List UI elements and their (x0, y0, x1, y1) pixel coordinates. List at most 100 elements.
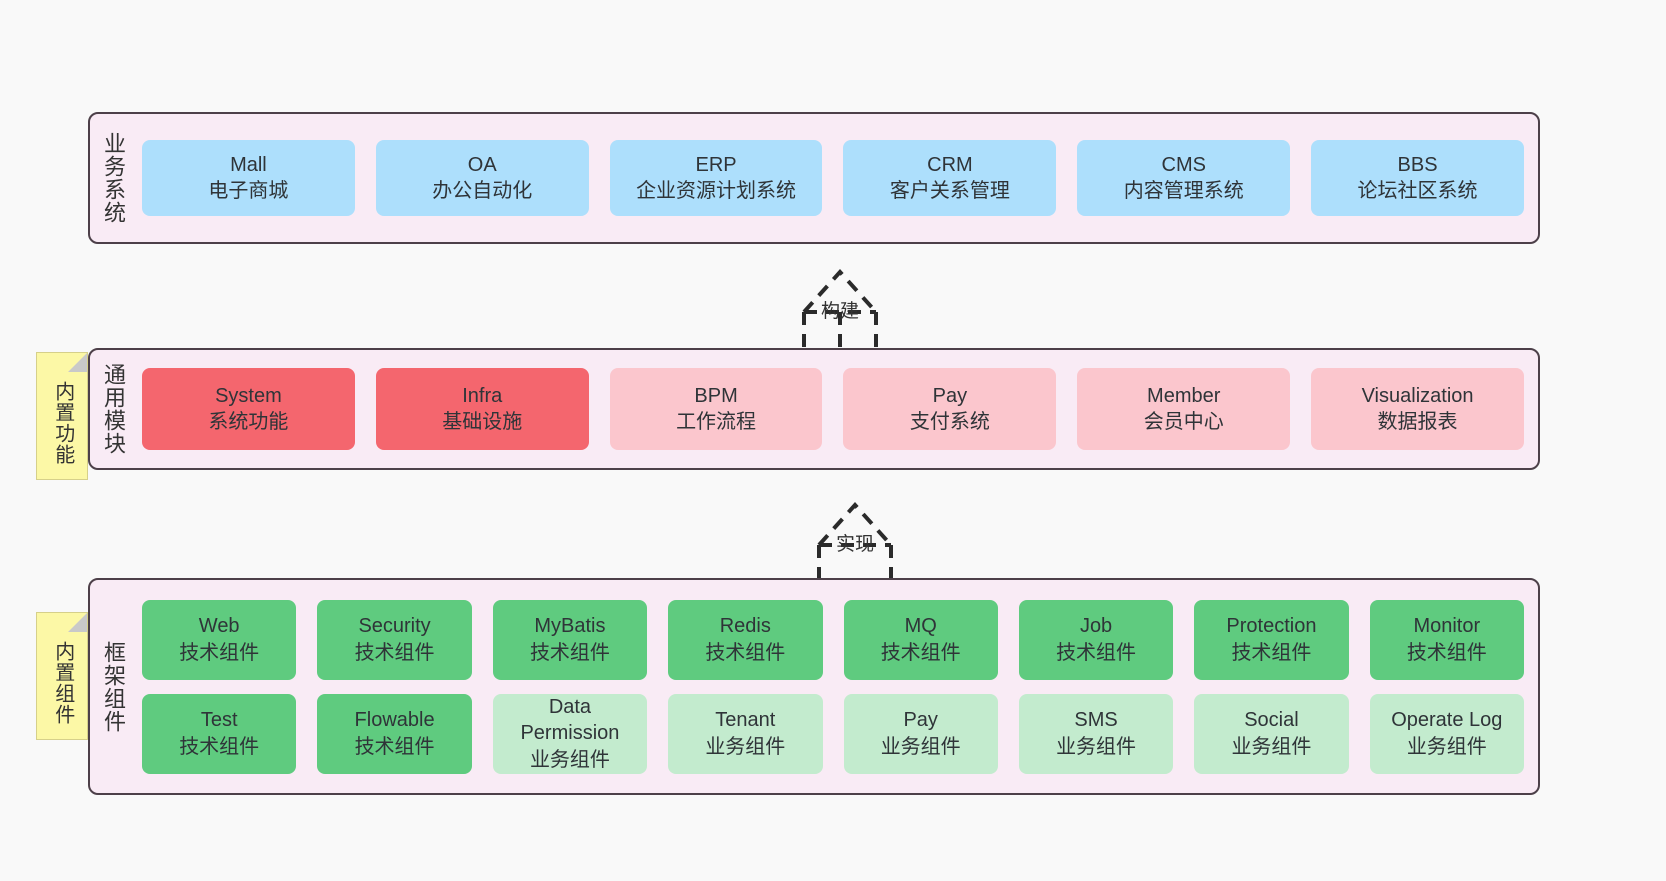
node-bpm[interactable]: BPM 工作流程 (609, 368, 823, 450)
layer-body-framework-components: Web 技术组件 Security 技术组件 MyBatis 技术组件 Redi… (136, 580, 1538, 793)
layer-title-general-modules: 通用模块 (100, 363, 126, 455)
node-mybatis-desc: 技术组件 (529, 641, 610, 664)
row-technical-components: Web 技术组件 Security 技术组件 MyBatis 技术组件 Redi… (142, 599, 1524, 680)
node-social-name: Social (1244, 709, 1299, 732)
connector-build-label: 构建 (820, 301, 859, 322)
node-member-desc: 会员中心 (1143, 411, 1224, 433)
node-operate-log[interactable]: Operate Log 业务组件 (1369, 693, 1524, 774)
node-pay-module-desc: 支付系统 (909, 411, 990, 433)
node-bbs-name: BBS (1397, 153, 1438, 176)
node-oa[interactable]: OA 办公自动化 (375, 140, 589, 216)
layer-framework-components: 框架组件 Web 技术组件 Security 技术组件 MyBatis 技术组件… (88, 578, 1540, 795)
node-protection[interactable]: Protection 技术组件 (1194, 599, 1349, 680)
layer-title-business-system: 业务系统 (100, 132, 126, 224)
note-built-in-components: 内置组件 (36, 612, 88, 740)
node-bbs[interactable]: BBS 论坛社区系统 (1311, 140, 1524, 216)
node-visualization-desc: 数据报表 (1377, 411, 1458, 433)
node-tenant-desc: 业务组件 (705, 735, 786, 758)
node-flowable-name: Flowable (354, 709, 435, 732)
node-system-name: System (215, 384, 282, 407)
node-system-desc: 系统功能 (208, 411, 289, 433)
node-monitor[interactable]: Monitor 技术组件 (1369, 599, 1524, 680)
node-cms-name: CMS (1161, 153, 1206, 176)
node-redis-name: Redis (719, 615, 771, 638)
node-redis-desc: 技术组件 (705, 641, 786, 664)
node-social[interactable]: Social 业务组件 (1194, 693, 1349, 774)
node-data-permission[interactable]: Data Permission 业务组件 (492, 693, 648, 774)
node-erp[interactable]: ERP 企业资源计划系统 (609, 140, 823, 216)
note-built-in-components-label: 内置组件 (51, 641, 74, 725)
node-erp-name: ERP (695, 153, 737, 176)
node-cms-desc: 内容管理系统 (1123, 180, 1244, 202)
connector-realize: 实现 (755, 483, 955, 593)
node-web-name: Web (198, 615, 240, 638)
node-mybatis-name: MyBatis (534, 615, 606, 638)
node-redis[interactable]: Redis 技术组件 (668, 599, 823, 680)
node-sms-desc: 业务组件 (1056, 735, 1137, 758)
node-bpm-desc: 工作流程 (676, 411, 757, 433)
node-flowable[interactable]: Flowable 技术组件 (317, 693, 472, 774)
node-tenant-name: Tenant (715, 709, 776, 732)
row-business-components: Test 技术组件 Flowable 技术组件 Data Permission … (142, 693, 1524, 774)
note-built-in-functions-label: 内置功能 (51, 381, 74, 465)
node-mall[interactable]: Mall 电子商城 (142, 140, 355, 216)
node-member[interactable]: Member 会员中心 (1077, 368, 1291, 450)
node-bbs-desc: 论坛社区系统 (1357, 180, 1478, 202)
node-pay-component[interactable]: Pay 业务组件 (843, 693, 998, 774)
node-security-desc: 技术组件 (354, 641, 435, 664)
node-flowable-desc: 技术组件 (354, 735, 435, 758)
node-job-name: Job (1079, 615, 1113, 638)
node-erp-desc: 企业资源计划系统 (636, 180, 797, 202)
node-operate-log-name: Operate Log (1391, 709, 1503, 732)
node-test-desc: 技术组件 (179, 735, 260, 758)
node-test[interactable]: Test 技术组件 (142, 693, 297, 774)
note-built-in-functions: 内置功能 (36, 352, 88, 480)
node-infra-desc: 基础设施 (442, 411, 523, 433)
row-business-systems: Mall 电子商城 OA 办公自动化 ERP 企业资源计划系统 CRM 客户关系… (142, 140, 1524, 216)
node-test-name: Test (200, 709, 238, 732)
node-data-permission-name: Data Permission (520, 695, 620, 745)
node-visualization[interactable]: Visualization 数据报表 (1311, 368, 1524, 450)
layer-title-framework-components: 框架组件 (100, 640, 126, 733)
layer-body-business-system: Mall 电子商城 OA 办公自动化 ERP 企业资源计划系统 CRM 客户关系… (136, 114, 1538, 242)
node-mybatis[interactable]: MyBatis 技术组件 (492, 599, 648, 680)
node-pay-component-desc: 业务组件 (880, 735, 961, 758)
node-infra-name: Infra (462, 384, 503, 407)
row-general-modules: System 系统功能 Infra 基础设施 BPM 工作流程 Pay 支付系统… (142, 368, 1524, 450)
node-sms-name: SMS (1074, 709, 1118, 732)
node-mq-desc: 技术组件 (880, 641, 961, 664)
node-oa-name: OA (467, 153, 497, 176)
node-oa-desc: 办公自动化 (432, 180, 533, 202)
node-operate-log-desc: 业务组件 (1406, 735, 1487, 758)
node-mq[interactable]: MQ 技术组件 (843, 599, 998, 680)
node-security[interactable]: Security 技术组件 (317, 599, 472, 680)
node-web[interactable]: Web 技术组件 (142, 599, 297, 680)
node-monitor-name: Monitor (1413, 615, 1481, 638)
node-tenant[interactable]: Tenant 业务组件 (668, 693, 823, 774)
layer-general-modules: 通用模块 System 系统功能 Infra 基础设施 BPM 工作流程 Pay… (88, 348, 1540, 470)
node-cms[interactable]: CMS 内容管理系统 (1077, 140, 1291, 216)
node-monitor-desc: 技术组件 (1406, 641, 1487, 664)
node-mq-name: MQ (904, 615, 937, 638)
node-bpm-name: BPM (694, 384, 738, 407)
connector-build: 构建 (740, 250, 940, 360)
node-mall-name: Mall (230, 153, 267, 176)
node-social-desc: 业务组件 (1231, 735, 1312, 758)
node-system[interactable]: System 系统功能 (142, 368, 355, 450)
node-infra[interactable]: Infra 基础设施 (375, 368, 589, 450)
node-visualization-name: Visualization (1361, 384, 1474, 407)
node-protection-name: Protection (1226, 615, 1317, 638)
node-protection-desc: 技术组件 (1231, 641, 1312, 664)
node-member-name: Member (1147, 384, 1221, 407)
layer-body-general-modules: System 系统功能 Infra 基础设施 BPM 工作流程 Pay 支付系统… (136, 350, 1538, 468)
node-crm-name: CRM (927, 153, 973, 176)
node-security-name: Security (358, 615, 431, 638)
node-crm[interactable]: CRM 客户关系管理 (843, 140, 1057, 216)
node-job[interactable]: Job 技术组件 (1018, 599, 1174, 680)
node-pay-module[interactable]: Pay 支付系统 (843, 368, 1057, 450)
node-web-desc: 技术组件 (179, 641, 260, 664)
node-mall-desc: 电子商城 (208, 180, 289, 202)
node-sms[interactable]: SMS 业务组件 (1018, 693, 1174, 774)
node-crm-desc: 客户关系管理 (889, 180, 1010, 202)
